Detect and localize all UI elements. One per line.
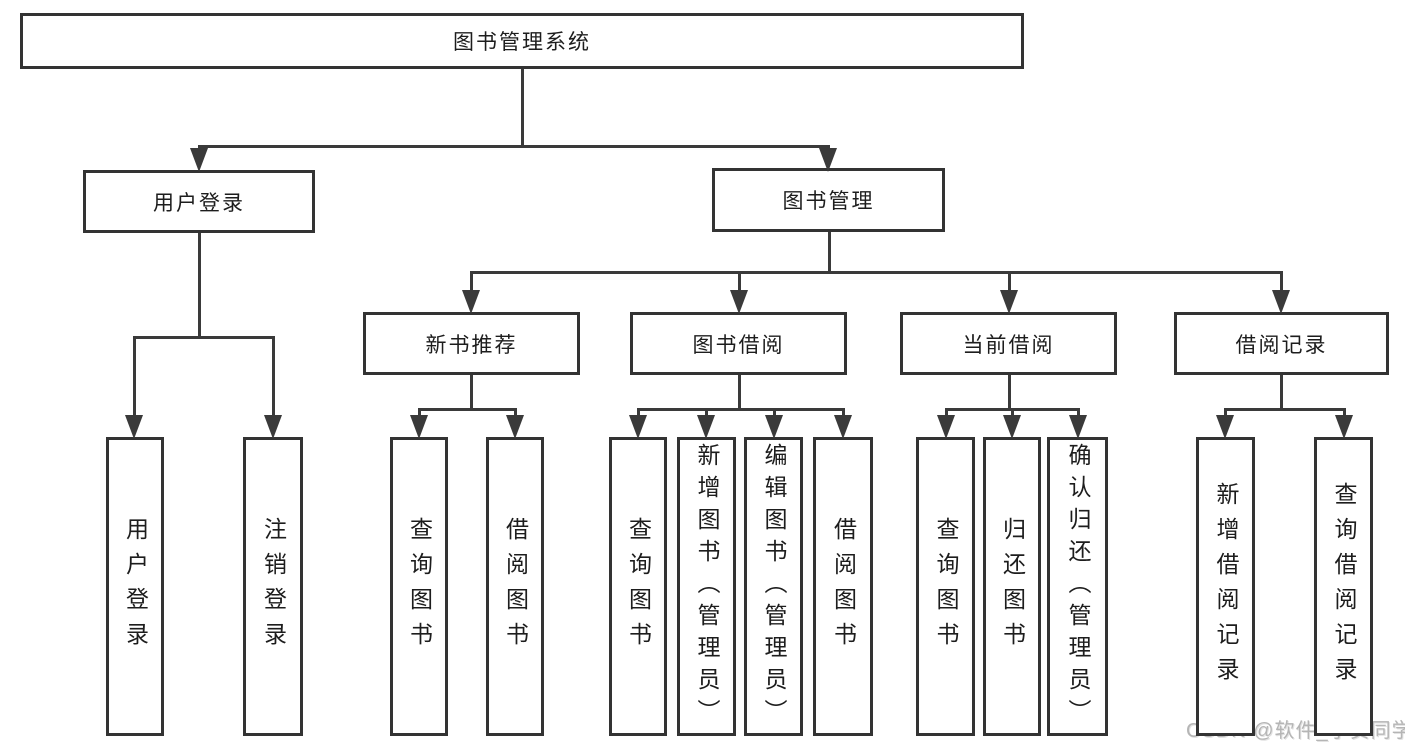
add-borrow-record-box: 新增借阅记录 bbox=[1196, 437, 1255, 736]
edge-trunk bbox=[197, 233, 201, 339]
arrow-down-icon bbox=[819, 148, 837, 172]
edge-trunk bbox=[520, 69, 524, 148]
add-books-admin-label: 新增图书（管理员） bbox=[694, 442, 720, 731]
new-book-recommend-box: 新书推荐 bbox=[363, 312, 580, 375]
confirm-return-admin-label: 确认归还（管理员） bbox=[1065, 442, 1091, 731]
query-borrow-record-label: 查询借阅记录 bbox=[1331, 481, 1357, 692]
logout-box: 注销登录 bbox=[243, 437, 303, 736]
system-root-box: 图书管理系统 bbox=[20, 13, 1024, 69]
edge-bus bbox=[197, 145, 830, 148]
arrow-down-icon bbox=[462, 290, 480, 314]
user-login-group-box: 用户登录 bbox=[83, 170, 315, 233]
add-borrow-record-label: 新增借阅记录 bbox=[1213, 481, 1239, 692]
book-borrowing-box: 图书借阅 bbox=[630, 312, 847, 375]
return-books-box: 归还图书 bbox=[983, 437, 1041, 736]
current-borrowing-label: 当前借阅 bbox=[962, 333, 1055, 357]
arrow-down-icon bbox=[629, 415, 647, 439]
borrow-books-recommend-box: 借阅图书 bbox=[486, 437, 544, 736]
user-login-label: 用户登录 bbox=[122, 516, 149, 657]
edge-stem bbox=[841, 408, 845, 419]
edit-books-admin-label: 编辑图书（管理员） bbox=[761, 442, 787, 731]
arrow-down-icon bbox=[937, 415, 955, 439]
arrow-down-icon bbox=[125, 415, 143, 439]
arrow-down-icon bbox=[1069, 415, 1087, 439]
arrow-down-icon bbox=[410, 415, 428, 439]
edge-stem bbox=[1342, 408, 1346, 419]
current-borrowing-box: 当前借阅 bbox=[900, 312, 1117, 375]
confirm-return-admin-box: 确认归还（管理员） bbox=[1047, 437, 1108, 736]
query-books-recommend-box: 查询图书 bbox=[390, 437, 448, 736]
edge-bus bbox=[636, 408, 845, 411]
arrow-down-icon bbox=[1216, 415, 1234, 439]
edge-stem bbox=[417, 408, 421, 419]
logout-label: 注销登录 bbox=[260, 516, 287, 657]
edge-stem bbox=[1010, 408, 1014, 419]
arrow-down-icon bbox=[765, 415, 783, 439]
edge-stem bbox=[636, 408, 640, 419]
borrowing-records-label: 借阅记录 bbox=[1235, 333, 1328, 357]
user-login-box: 用户登录 bbox=[106, 437, 164, 736]
arrow-down-icon bbox=[1335, 415, 1353, 439]
new-book-recommend-label: 新书推荐 bbox=[425, 333, 518, 357]
edit-books-admin-box: 编辑图书（管理员） bbox=[744, 437, 803, 736]
arrow-down-icon bbox=[1003, 415, 1021, 439]
edge-stem bbox=[271, 336, 275, 419]
edge-stem bbox=[704, 408, 708, 419]
arrow-down-icon bbox=[506, 415, 524, 439]
arrow-down-icon bbox=[834, 415, 852, 439]
edge-bus bbox=[469, 271, 1283, 274]
edge-trunk bbox=[1007, 375, 1011, 411]
edge-stem bbox=[772, 408, 776, 419]
edge-trunk bbox=[737, 375, 741, 411]
edge-stem bbox=[1007, 271, 1011, 294]
query-books-borrowing-box: 查询图书 bbox=[609, 437, 667, 736]
edge-stem bbox=[1076, 408, 1080, 419]
system-root-label: 图书管理系统 bbox=[453, 31, 591, 54]
query-books-current-label: 查询图书 bbox=[933, 516, 959, 657]
arrow-down-icon bbox=[730, 290, 748, 314]
edge-trunk bbox=[827, 232, 831, 274]
arrow-down-icon bbox=[697, 415, 715, 439]
arrow-down-icon bbox=[1272, 290, 1290, 314]
borrow-books-box: 借阅图书 bbox=[813, 437, 873, 736]
book-management-group-label: 图书管理 bbox=[782, 190, 875, 213]
edge-stem bbox=[944, 408, 948, 419]
edge-stem bbox=[513, 408, 517, 419]
edge-bus bbox=[417, 408, 517, 411]
borrow-books-recommend-label: 借阅图书 bbox=[502, 516, 529, 657]
query-borrow-record-box: 查询借阅记录 bbox=[1314, 437, 1373, 736]
book-management-group-box: 图书管理 bbox=[712, 168, 945, 232]
edge-stem bbox=[132, 336, 136, 419]
edge-bus bbox=[132, 336, 275, 339]
edge-trunk bbox=[1279, 375, 1283, 411]
edge-stem bbox=[1279, 271, 1283, 294]
edge-stem bbox=[737, 271, 741, 294]
edge-stem bbox=[1223, 408, 1227, 419]
edge-stem bbox=[469, 271, 473, 294]
query-books-current-box: 查询图书 bbox=[916, 437, 975, 736]
arrow-down-icon bbox=[264, 415, 282, 439]
add-books-admin-box: 新增图书（管理员） bbox=[677, 437, 736, 736]
user-login-group-label: 用户登录 bbox=[153, 191, 245, 215]
return-books-label: 归还图书 bbox=[999, 516, 1026, 657]
borrow-books-label: 借阅图书 bbox=[830, 516, 857, 657]
arrow-down-icon bbox=[190, 148, 208, 172]
query-books-recommend-label: 查询图书 bbox=[406, 516, 433, 657]
borrowing-records-box: 借阅记录 bbox=[1174, 312, 1389, 375]
query-books-borrowing-label: 查询图书 bbox=[625, 516, 652, 657]
edge-bus bbox=[1223, 408, 1346, 411]
arrow-down-icon bbox=[1000, 290, 1018, 314]
book-borrowing-label: 图书借阅 bbox=[692, 333, 785, 357]
edge-trunk bbox=[469, 375, 473, 411]
